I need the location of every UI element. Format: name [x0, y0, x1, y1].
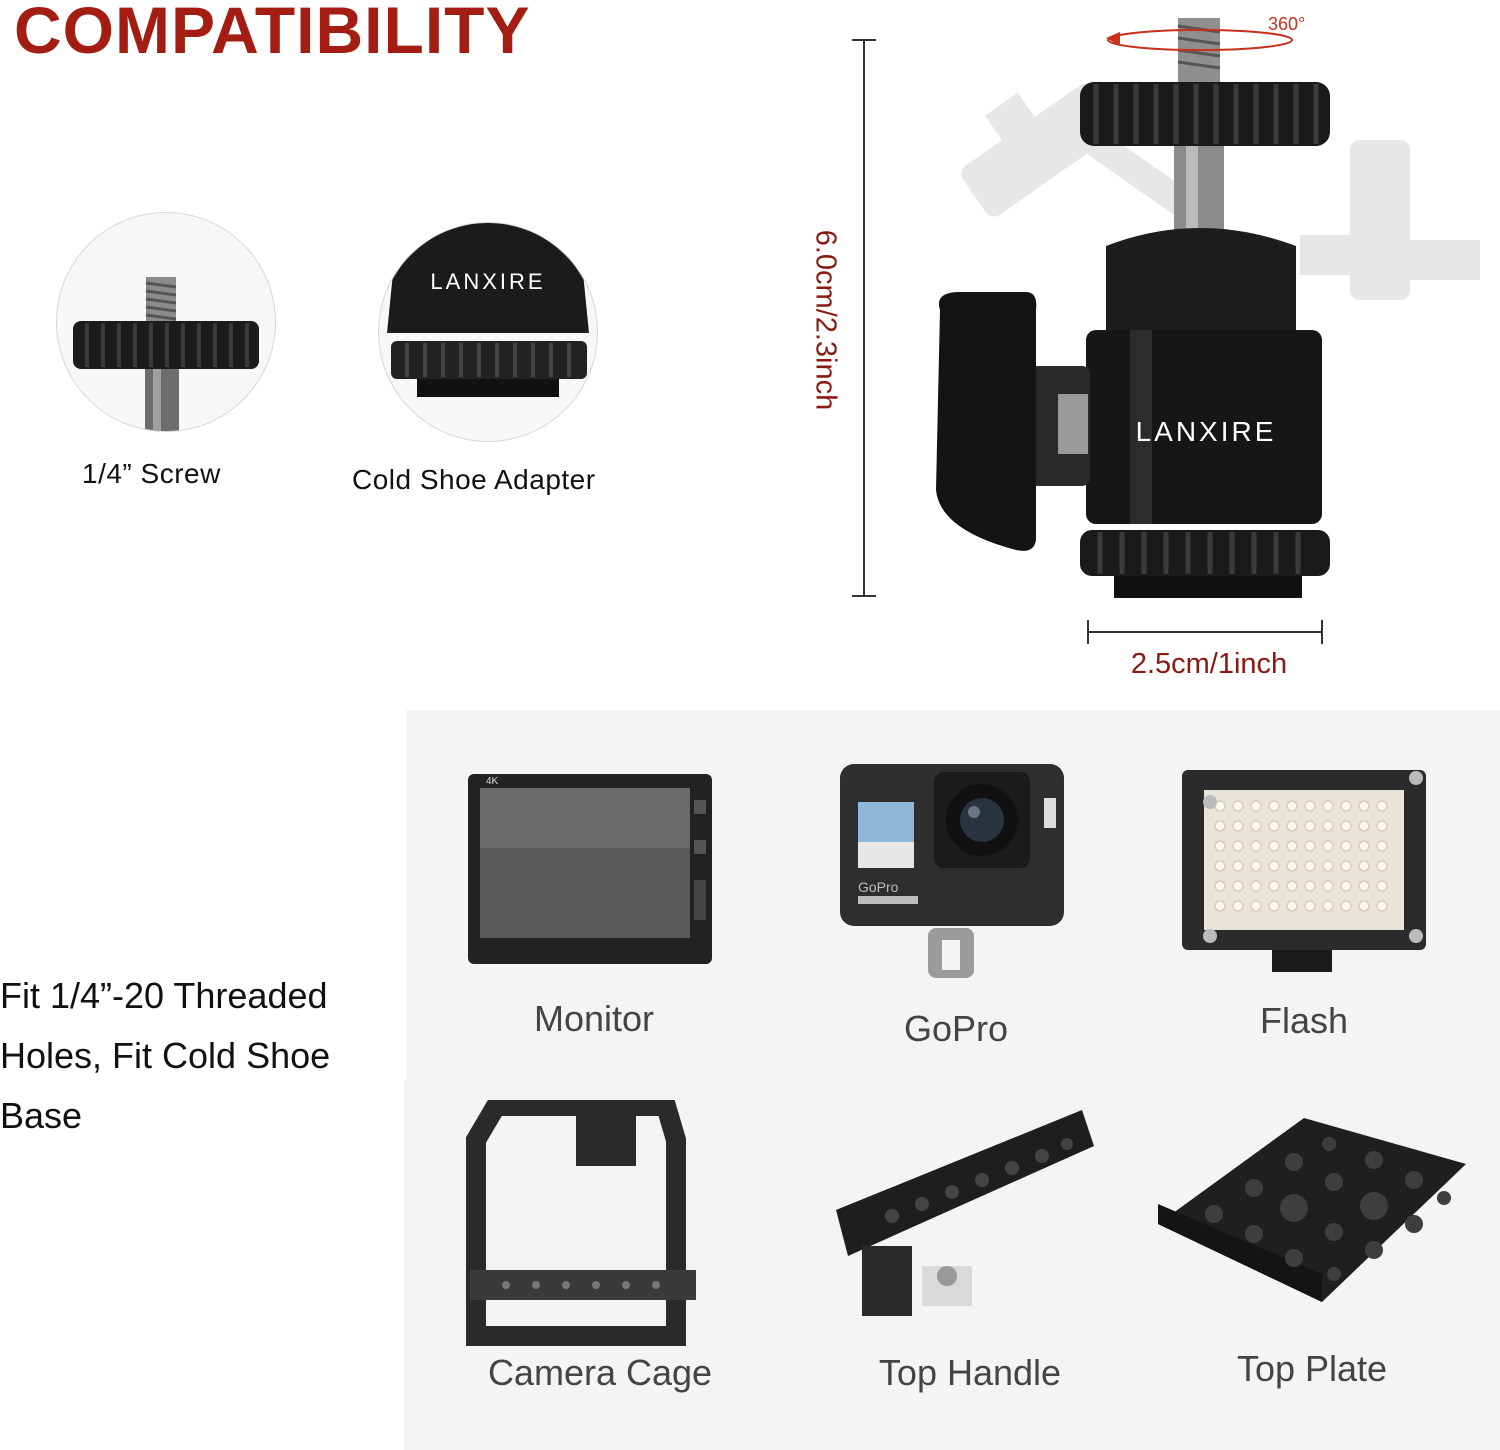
monitor-image: 4K — [468, 774, 712, 964]
compat-item-camera-cage-label: Camera Cage — [487, 1352, 713, 1393]
compat-item-monitor-label: Monitor — [533, 998, 655, 1039]
cold-shoe-inset: LANXIRE — [378, 222, 598, 442]
top-handle-image — [836, 1110, 1094, 1316]
screw-inset — [56, 212, 276, 432]
compatibility-panel-edge — [404, 1080, 408, 1450]
width-dimension-bar — [1087, 620, 1323, 644]
svg-text:4K: 4K — [486, 776, 499, 787]
cold-shoe-logo: LANXIRE — [430, 269, 546, 294]
gopro-image: GoPro — [840, 764, 1064, 978]
screw-image — [73, 277, 259, 431]
compat-item-top-handle-label: Top Handle — [878, 1352, 1062, 1393]
product-logo: LANXIRE — [1135, 416, 1277, 447]
flash-image — [1182, 770, 1426, 972]
top-plate-image — [1158, 1118, 1466, 1302]
ball-head-image — [936, 18, 1480, 598]
rotation-label: 360° — [1268, 14, 1306, 34]
compat-item-gopro-label: GoPro — [903, 1008, 1009, 1049]
cold-shoe-image — [387, 223, 589, 397]
compatibility-description: Fit 1/4”-20 Threaded Holes, Fit Cold Sho… — [0, 975, 331, 1136]
screw-label: 1/4” Screw — [82, 458, 221, 489]
height-dimension-bar — [852, 39, 876, 597]
compat-item-top-plate-label: Top Plate — [1236, 1348, 1388, 1389]
svg-text:GoPro: GoPro — [858, 879, 899, 895]
camera-cage-image — [466, 1100, 696, 1346]
page-title: COMPATIBILITY — [14, 0, 531, 67]
width-label: 2.5cm/1inch — [1130, 648, 1288, 680]
height-label: 6.0cm/2.3inch — [809, 229, 842, 411]
cold-shoe-label: Cold Shoe Adapter — [352, 464, 596, 495]
compat-item-flash-label: Flash — [1259, 1000, 1349, 1041]
